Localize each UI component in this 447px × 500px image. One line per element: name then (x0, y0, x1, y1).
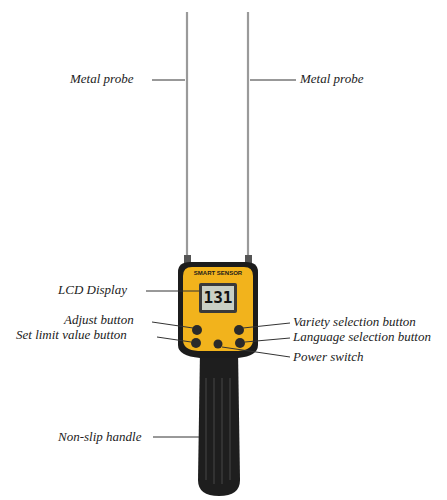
lcd-bezel (199, 283, 237, 313)
lcd-reading: 131 (204, 288, 233, 307)
part-label: Power switch (293, 350, 363, 364)
yellow-face (183, 267, 253, 351)
set-limit-button (191, 338, 201, 348)
metal-probe (186, 12, 188, 266)
part-label: Variety selection button (293, 315, 416, 329)
handle (198, 350, 240, 496)
part-label: Metal probe (300, 72, 363, 86)
part-label: Non-slip handle (58, 430, 141, 444)
part-label: Set limit value button (16, 328, 127, 342)
part-label: LCD Display (58, 283, 127, 297)
part-label: Adjust button (64, 313, 134, 327)
part-label: Language selection button (293, 330, 431, 344)
handle-grip (206, 378, 230, 484)
lcd-screen (202, 286, 234, 310)
language-button (235, 338, 245, 348)
variety-button (234, 325, 244, 335)
power-switch (214, 340, 223, 349)
part-label: Metal probe (70, 72, 133, 86)
leader-line (146, 80, 296, 437)
adjust-button (192, 325, 202, 335)
housing (178, 262, 258, 358)
metal-probe (247, 12, 249, 266)
brand-text: SMART SENSOR (194, 270, 242, 276)
